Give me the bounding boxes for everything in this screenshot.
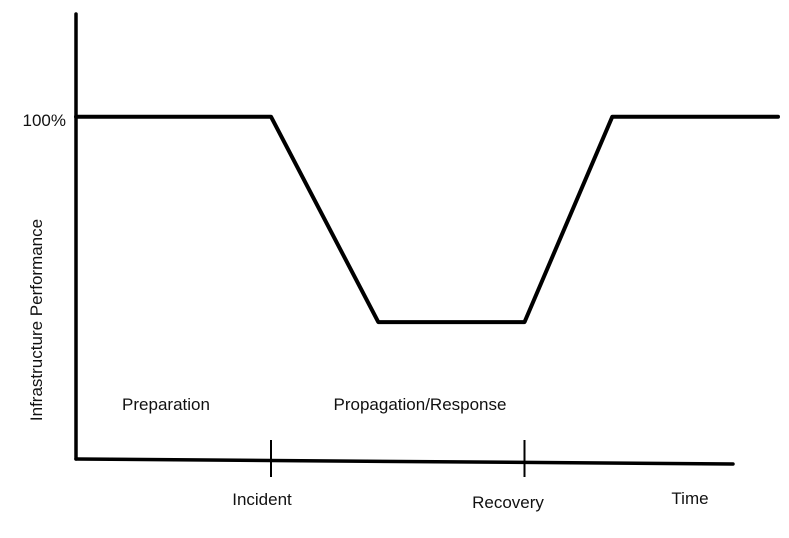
phase-label-propagation-response: Propagation/Response: [334, 395, 507, 414]
phase-label-preparation: Preparation: [122, 395, 210, 414]
y-axis-title: Infrastructure Performance: [27, 219, 46, 421]
x-axis: [74, 457, 735, 466]
performance-line: [74, 114, 780, 325]
y-tick-label-100: 100%: [23, 111, 66, 130]
x-axis-title: Time: [671, 489, 708, 508]
x-tick-label-recovery: Recovery: [472, 493, 544, 512]
x-tick-label-incident: Incident: [232, 490, 292, 509]
